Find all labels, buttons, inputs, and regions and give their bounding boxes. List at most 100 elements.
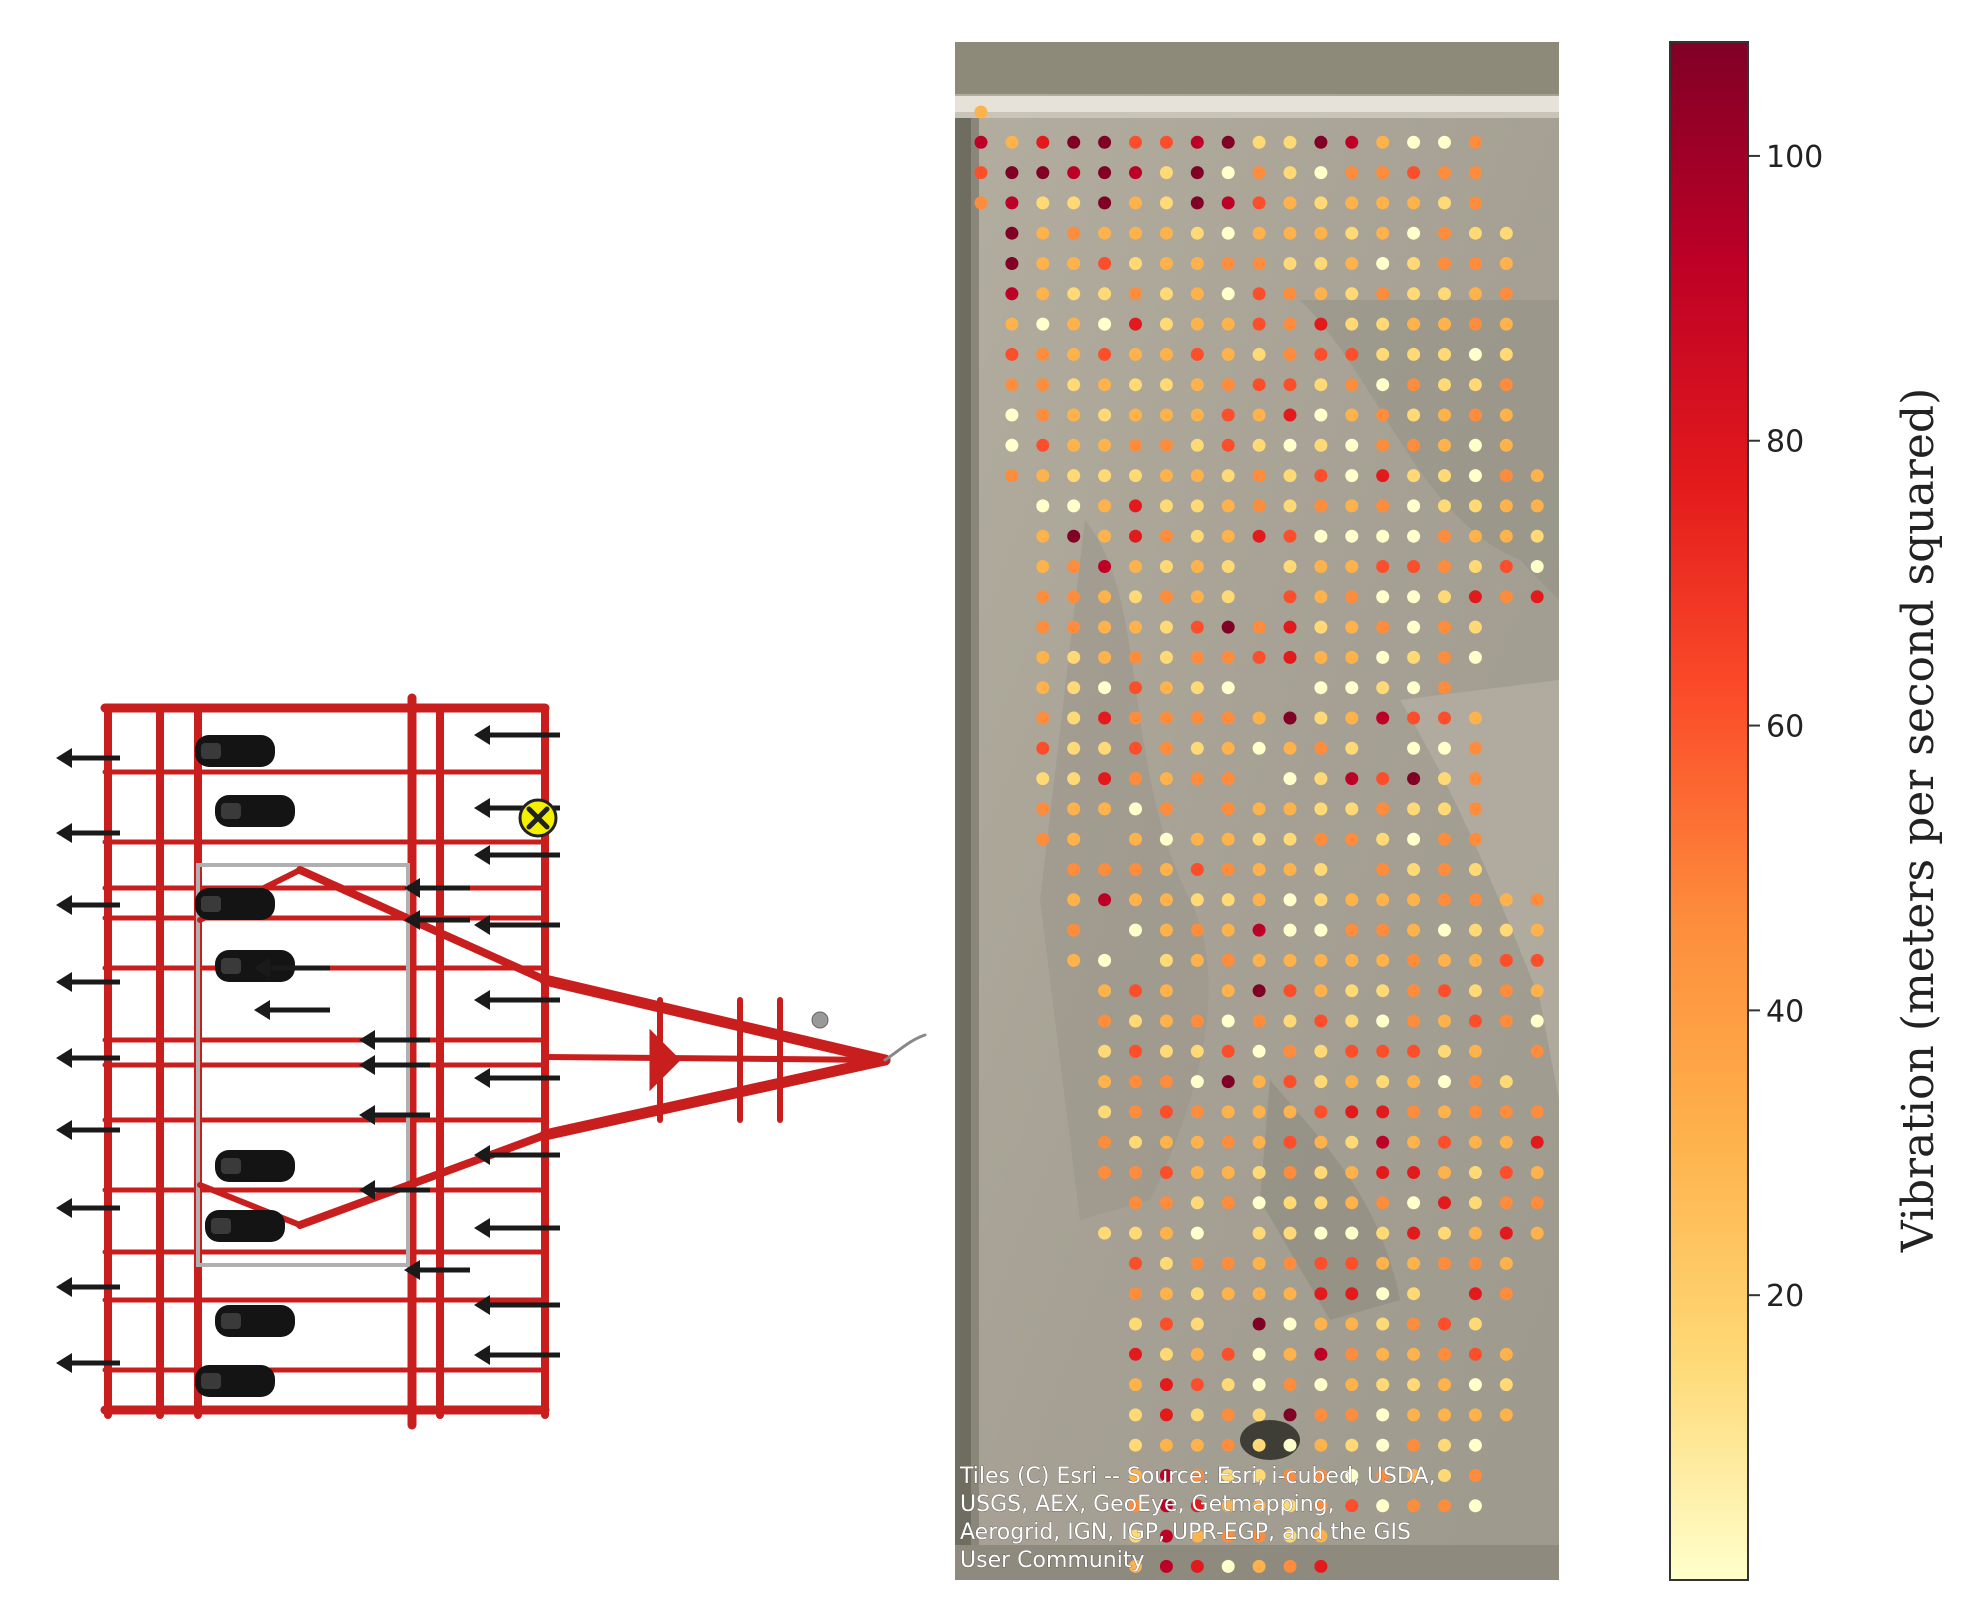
vibration-point [1129, 590, 1142, 604]
vibration-point [1376, 166, 1390, 180]
vibration-point [1283, 863, 1297, 876]
vibration-point [1005, 257, 1019, 270]
vibration-point [1468, 772, 1482, 786]
vibration-point [1499, 1196, 1513, 1210]
vibration-point [1005, 347, 1019, 361]
vibration-point [1190, 135, 1204, 149]
shank-tip [404, 878, 420, 898]
vibration-point [1252, 408, 1266, 422]
vibration-point [1345, 1287, 1359, 1301]
vibration-point [1438, 226, 1451, 240]
vibration-point [1314, 1408, 1328, 1422]
vibration-point [1314, 499, 1328, 513]
vibration-point [1252, 529, 1266, 543]
vibration-point [1438, 832, 1451, 846]
vibration-point [1283, 1378, 1297, 1392]
vibration-point [1252, 1529, 1266, 1543]
vibration-point [1438, 257, 1451, 270]
shank-tip [56, 1198, 72, 1218]
vibration-point [1283, 832, 1297, 846]
shank-tip [474, 1218, 490, 1238]
vibration-point [1067, 681, 1081, 695]
shank-tip [404, 1260, 420, 1280]
vibration-point [1067, 378, 1081, 392]
vibration-point [1159, 166, 1173, 180]
vibration-point [1468, 893, 1482, 907]
vibration-point [1283, 741, 1297, 755]
vibration-point [1407, 1075, 1421, 1089]
vibration-point [1530, 953, 1544, 967]
vibration-point [1159, 893, 1173, 907]
vibration-point [1221, 378, 1235, 392]
vibration-point [1438, 529, 1451, 543]
vibration-point [1283, 347, 1297, 361]
vibration-point [1067, 802, 1081, 816]
shank-tip [56, 972, 72, 992]
vibration-point [1129, 711, 1142, 725]
vibration-point [1221, 681, 1235, 695]
hitch-beam [539, 1054, 891, 1141]
vibration-point [1221, 1438, 1235, 1452]
vibration-point [1407, 438, 1421, 452]
shank-tip [359, 1055, 375, 1075]
vibration-point [1221, 772, 1235, 786]
vibration-point [1129, 560, 1142, 573]
vibration-point [1530, 984, 1544, 998]
vibration-point [1098, 863, 1112, 876]
vibration-point [1221, 1256, 1235, 1270]
vibration-point [1190, 893, 1204, 907]
vibration-point [1159, 711, 1173, 725]
vibration-point [1468, 1166, 1482, 1179]
vibration-point [1283, 802, 1297, 816]
vibration-point [1376, 1378, 1390, 1392]
vibration-point [1221, 257, 1235, 270]
vibration-point [1252, 832, 1266, 846]
vibration-point [1345, 1438, 1359, 1452]
vibration-point [1314, 863, 1328, 876]
vibration-point [1098, 226, 1112, 240]
vibration-point [1190, 226, 1204, 240]
vibration-point [1005, 135, 1019, 149]
vibration-point [1098, 560, 1112, 573]
vibration-point [1530, 560, 1544, 573]
vibration-point [1221, 590, 1235, 604]
vibration-point [1438, 711, 1451, 725]
vibration-point [1129, 893, 1142, 907]
vibration-point [1468, 953, 1482, 967]
vibration-point [1067, 620, 1081, 634]
vibration-point [1159, 1044, 1173, 1058]
vibration-point [1067, 772, 1081, 786]
vibration-point [1005, 469, 1019, 483]
shank-tip [474, 1068, 490, 1088]
vibration-point [1129, 135, 1142, 149]
vibration-point [1252, 1014, 1266, 1028]
vibration-point [1468, 257, 1482, 270]
vibration-point [1252, 1105, 1266, 1119]
vibration-point [1407, 529, 1421, 543]
vibration-point [1159, 1075, 1173, 1089]
vibration-point [1314, 984, 1328, 998]
vibration-point [1407, 1469, 1421, 1482]
vibration-point [1036, 317, 1050, 331]
vibration-point [1190, 469, 1204, 483]
vibration-point [1438, 1226, 1451, 1240]
field-cultivator-diagram [56, 693, 927, 1430]
vibration-point [1067, 196, 1081, 210]
hitch-plate [649, 1028, 681, 1092]
vibration-point [1036, 650, 1050, 664]
vibration-point [1005, 317, 1019, 331]
vibration-point [1438, 741, 1451, 755]
vibration-point [1314, 1075, 1328, 1089]
vibration-point [1190, 378, 1204, 392]
vibration-point [1314, 1166, 1328, 1179]
vibration-point [1530, 1226, 1544, 1240]
vibration-point [1221, 287, 1235, 301]
vibration-point [1283, 1347, 1297, 1361]
vibration-point [1314, 620, 1328, 634]
vibration-point [1314, 1256, 1328, 1270]
vibration-point [1221, 408, 1235, 422]
vibration-point [1438, 1438, 1451, 1452]
vibration-point [1345, 196, 1359, 210]
vibration-point [1005, 196, 1019, 210]
vibration-point [1407, 1105, 1421, 1119]
